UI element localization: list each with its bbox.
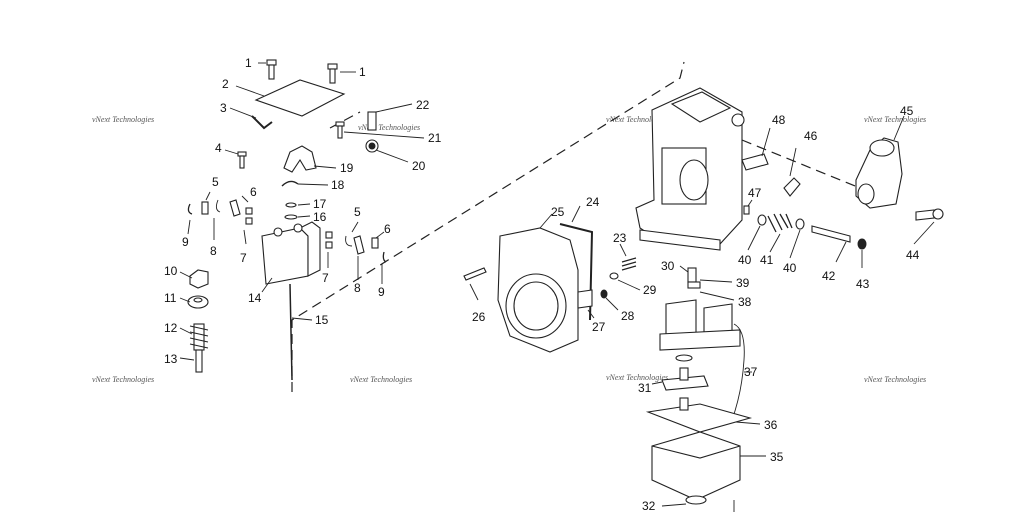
- callout-8: 8: [210, 244, 217, 258]
- callout-5: 5: [212, 175, 219, 189]
- float-bowl-part: [651, 431, 741, 501]
- callout-24: 24: [586, 195, 600, 209]
- right-parts-group: [635, 87, 944, 512]
- callout-25: 25: [551, 205, 565, 219]
- callout-26: 26: [472, 310, 486, 324]
- spring-part: [767, 213, 793, 233]
- callout-2: 2: [222, 77, 229, 91]
- watermark: vNext Technologies: [92, 375, 154, 384]
- callout-13: 13: [164, 352, 178, 366]
- callout-28: 28: [621, 309, 635, 323]
- callout-37: 37: [744, 365, 758, 379]
- callout-9: 9: [378, 285, 385, 299]
- callout-6: 6: [250, 185, 257, 199]
- callout-3: 3: [220, 101, 227, 115]
- watermark: vNext Technologies: [92, 115, 154, 124]
- gasket-part: [251, 115, 273, 130]
- callout-16: 16: [313, 210, 327, 224]
- callout-40: 40: [738, 253, 752, 267]
- spring-part: [189, 325, 209, 349]
- callout-18: 18: [331, 178, 345, 192]
- callout-22: 22: [416, 98, 430, 112]
- callout-9: 9: [182, 235, 189, 249]
- callout-20: 20: [412, 159, 426, 173]
- lever-part: [283, 145, 317, 173]
- callout-21: 21: [428, 131, 442, 145]
- callout-5: 5: [354, 205, 361, 219]
- callout-27: 27: [592, 320, 606, 334]
- watermarks: vNext Technologies vNext Technologies vN…: [92, 115, 926, 384]
- callout-35: 35: [770, 450, 784, 464]
- watermark: vNext Technologies: [350, 375, 412, 384]
- callout-48: 48: [772, 113, 786, 127]
- callout-42: 42: [822, 269, 836, 283]
- callout-39: 39: [736, 276, 750, 290]
- gasket-part: [645, 403, 753, 433]
- callout-43: 43: [856, 277, 870, 291]
- callout-10: 10: [164, 264, 178, 278]
- callout-7: 7: [240, 251, 247, 265]
- dashed-line-right: [741, 139, 861, 189]
- callout-44: 44: [906, 248, 920, 262]
- callout-17: 17: [313, 197, 327, 211]
- callout-38: 38: [738, 295, 752, 309]
- spring-part: [621, 257, 637, 271]
- callout-45: 45: [900, 104, 914, 118]
- watermark: vNext Technologies: [606, 115, 668, 124]
- watermark: vNext Technologies: [864, 115, 926, 124]
- callout-1: 1: [359, 65, 366, 79]
- callout-40: 40: [783, 261, 797, 275]
- callout-14: 14: [248, 291, 262, 305]
- cover-plate-part: [254, 79, 346, 117]
- watermark: vNext Technologies: [864, 375, 926, 384]
- left-parts-group: [179, 59, 425, 381]
- callout-32: 32: [642, 499, 656, 512]
- watermark: vNext Technologies: [606, 373, 668, 382]
- callout-15: 15: [315, 313, 329, 327]
- ball-part: [857, 238, 867, 250]
- callout-1: 1: [245, 56, 252, 70]
- nut-part: [189, 269, 209, 289]
- callout-12: 12: [164, 321, 178, 335]
- callout-29: 29: [643, 283, 657, 297]
- callout-23: 23: [613, 231, 627, 245]
- center-parts-group: [463, 205, 641, 353]
- screw-part: [258, 59, 277, 80]
- callout-7: 7: [322, 271, 329, 285]
- callout-31: 31: [638, 381, 652, 395]
- callout-11: 11: [164, 291, 177, 305]
- needle-part: [289, 283, 293, 381]
- callout-46: 46: [804, 129, 818, 143]
- dashed-line-screws: [329, 111, 361, 129]
- callout-labels: 1 1 2 3 4 5 6 7 8 9 10 11 12 13 14 15 16…: [164, 56, 920, 512]
- callout-19: 19: [340, 161, 354, 175]
- watermark: vNext Technologies: [358, 123, 420, 132]
- callout-6: 6: [384, 222, 391, 236]
- dashed-line-main: [291, 61, 685, 392]
- callout-4: 4: [215, 141, 222, 155]
- screw-part: [327, 63, 356, 84]
- callout-36: 36: [764, 418, 778, 432]
- callout-47: 47: [748, 186, 762, 200]
- callout-30: 30: [661, 259, 675, 273]
- callout-41: 41: [760, 253, 774, 267]
- throttle-slide-part: [261, 227, 309, 285]
- callout-8: 8: [354, 281, 361, 295]
